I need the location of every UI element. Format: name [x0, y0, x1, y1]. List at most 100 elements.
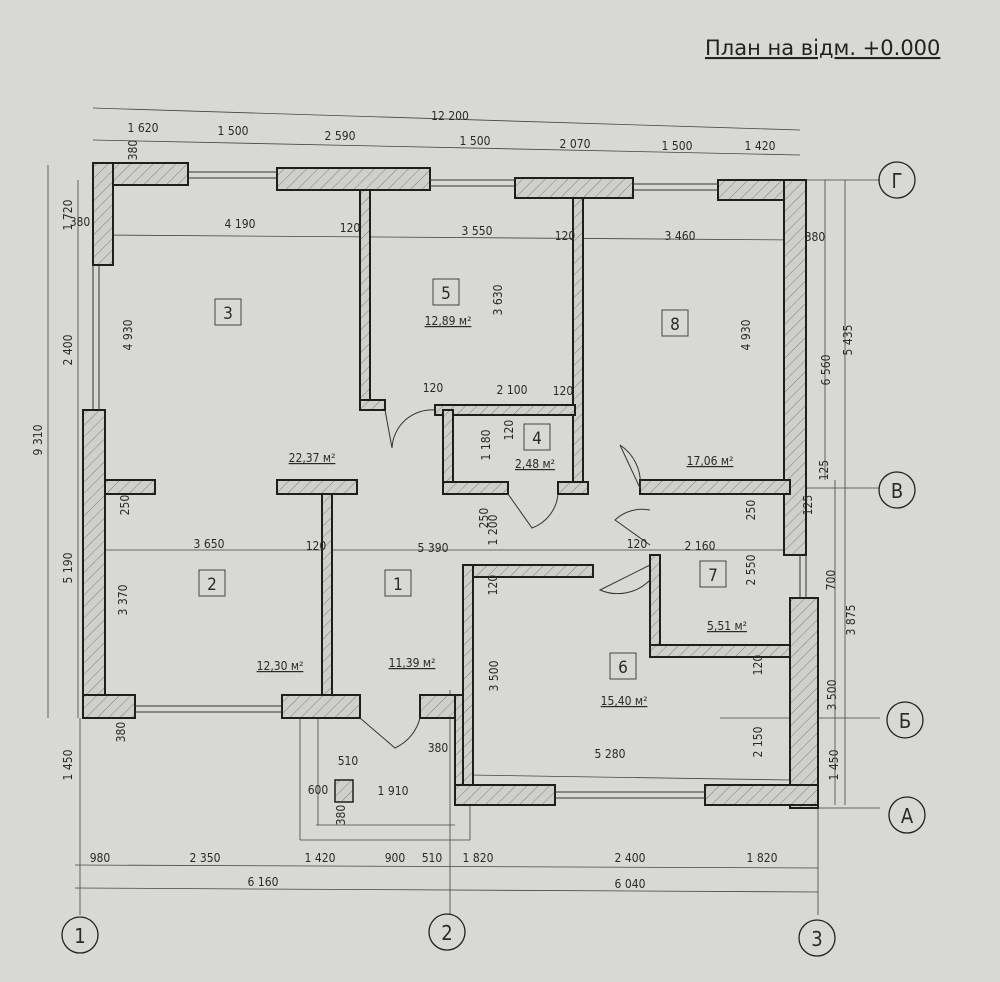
dimension-text: 6 560 — [819, 354, 833, 385]
wall — [276, 167, 431, 191]
room-number: 1 — [393, 575, 403, 595]
dimension-text: 120 — [423, 381, 444, 395]
wall — [514, 177, 634, 199]
dimension-text: 3 875 — [844, 605, 858, 636]
axis-bubble — [61, 916, 99, 954]
door-swing — [384, 409, 436, 449]
dimension-text: 120 — [340, 221, 361, 235]
room-number: 2 — [207, 575, 217, 595]
dimension-text: 120 — [502, 420, 516, 441]
door-swing — [614, 508, 651, 546]
dimension-text: 3 650 — [194, 537, 225, 551]
dimension-text: 1 820 — [747, 851, 778, 865]
dimension-text: 3 500 — [825, 679, 839, 710]
dimension-line — [74, 864, 819, 869]
dimension-text: 1 450 — [61, 749, 75, 780]
dimension-text: 5 435 — [841, 325, 855, 356]
room-number-box — [661, 309, 689, 337]
axis-label: 3 — [811, 927, 822, 951]
door-swing — [619, 444, 641, 489]
dimension-text: 2 100 — [497, 383, 528, 397]
wall — [639, 479, 791, 495]
door-swing — [619, 444, 641, 489]
dimension-text: 2 150 — [751, 726, 765, 757]
dimension-text: 2 550 — [744, 554, 758, 585]
room-area: 2,48 м² — [515, 457, 555, 471]
axis-label: В — [891, 479, 903, 503]
room-number-box — [432, 278, 460, 306]
dimension-line — [74, 887, 819, 893]
room-number-box — [699, 560, 727, 588]
axis-bubble — [878, 161, 916, 199]
wall — [649, 554, 661, 651]
dimension-text: 3 630 — [491, 284, 505, 315]
room-number: 3 — [223, 304, 233, 324]
wall — [789, 597, 819, 809]
dimension-text: 250 — [118, 495, 132, 516]
dimension-text: 120 — [555, 229, 576, 243]
wall — [82, 694, 136, 719]
axis-label: Б — [899, 709, 911, 733]
dimension-text: 125 — [817, 460, 831, 481]
dimension-text: 510 — [338, 754, 359, 768]
room-area: 17,06 м² — [687, 454, 734, 468]
wall — [434, 404, 576, 416]
dimension-text: 120 — [553, 384, 574, 398]
dimension-text: 9 310 — [31, 424, 45, 455]
windows — [92, 171, 807, 799]
dimension-text: 2 590 — [325, 129, 356, 143]
dimension-text: 120 — [486, 575, 500, 596]
dimension-text: 2 400 — [61, 334, 75, 365]
room-number-box — [214, 298, 242, 326]
wall — [462, 564, 474, 786]
wall — [419, 694, 456, 719]
dimension-text: 2 350 — [190, 851, 221, 865]
wall — [82, 409, 106, 719]
dimension-text: 2 160 — [685, 539, 716, 553]
axis-label: 2 — [441, 921, 452, 945]
wall — [557, 481, 589, 495]
dimension-text: 1 500 — [218, 124, 249, 138]
dimension-text: 1 820 — [463, 851, 494, 865]
dimension-text: 120 — [751, 655, 765, 676]
dimension-line — [469, 774, 791, 781]
dimension-text: 510 — [422, 851, 443, 865]
dimension-text: 3 370 — [116, 584, 130, 615]
dimension-lines — [47, 107, 880, 915]
axis-bubble — [428, 913, 466, 951]
wall — [281, 694, 361, 719]
wall — [442, 409, 454, 493]
dimension-text: 120 — [306, 539, 327, 553]
room-area: 12,30 м² — [257, 659, 304, 673]
dimension-text: 5 190 — [61, 552, 75, 583]
dimension-line — [99, 234, 801, 241]
dimension-text: 125 — [801, 495, 815, 516]
dimension-text: 250 — [744, 500, 758, 521]
door-swing — [598, 564, 651, 595]
axis-bubble — [886, 701, 924, 739]
dimension-text: 980 — [90, 851, 111, 865]
dimension-text: 5 390 — [418, 541, 449, 555]
dimension-text: 4 930 — [739, 319, 753, 350]
dimension-text: 3 550 — [462, 224, 493, 238]
dimension-text: 700 — [824, 570, 838, 591]
room-area: 12,89 м² — [425, 314, 472, 328]
dimension-text: 1 450 — [827, 749, 841, 780]
axis-bubble — [878, 471, 916, 509]
dimension-text: 1 200 — [486, 514, 500, 545]
walls — [82, 162, 819, 809]
dimension-text: 380 — [114, 722, 128, 743]
wall — [276, 479, 358, 495]
axis-label: 1 — [74, 924, 85, 948]
axis-label: Г — [892, 169, 903, 193]
room-number-box — [384, 569, 412, 597]
wall — [704, 784, 819, 806]
dimension-text: 1 500 — [662, 139, 693, 153]
wall — [92, 162, 114, 266]
room-number: 4 — [532, 429, 542, 449]
dimension-text: 1 420 — [745, 139, 776, 153]
dimension-text: 1 720 — [61, 199, 75, 230]
wall — [321, 493, 333, 696]
